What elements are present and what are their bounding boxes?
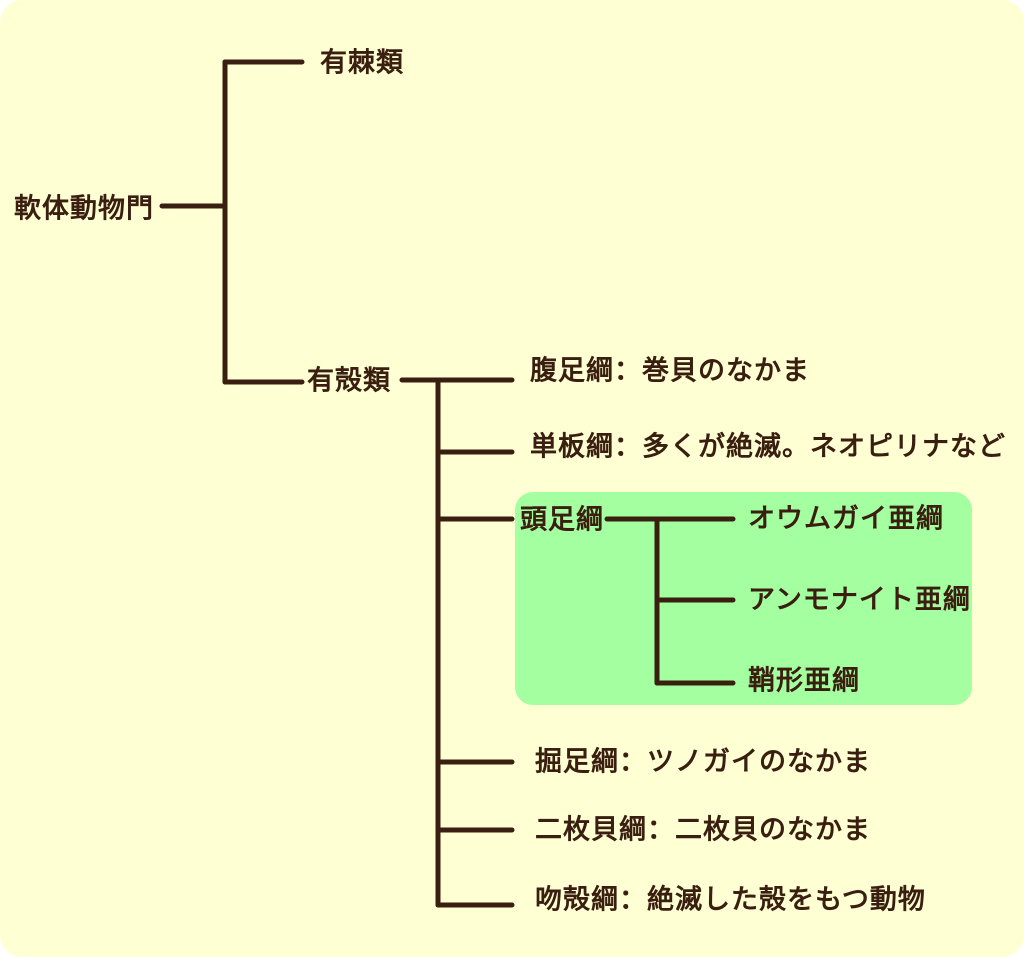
class-label: 二枚貝綱：二枚貝のなかま <box>535 814 871 846</box>
cephalopoda-highlight-box <box>515 492 972 705</box>
level1-label: 有棘類 <box>320 47 404 79</box>
class-label: 腹足綱：巻貝のなかま <box>530 355 810 387</box>
class-label: 単板綱：多くが絶滅。ネオピリナなど <box>530 431 1006 463</box>
root-label: 軟体動物門 <box>14 193 154 225</box>
subclass-label: 鞘形亜綱 <box>748 665 860 697</box>
subclass-label: アンモナイト亜綱 <box>748 584 971 616</box>
level1-label: 有殻類 <box>307 365 391 397</box>
class-label: 吻殻綱：絶滅した殻をもつ動物 <box>535 884 926 916</box>
class-label: 頭足綱 <box>520 504 604 536</box>
class-label: 掘足綱：ツノガイのなかま <box>535 746 871 778</box>
subclass-label: オウムガイ亜綱 <box>748 503 944 535</box>
